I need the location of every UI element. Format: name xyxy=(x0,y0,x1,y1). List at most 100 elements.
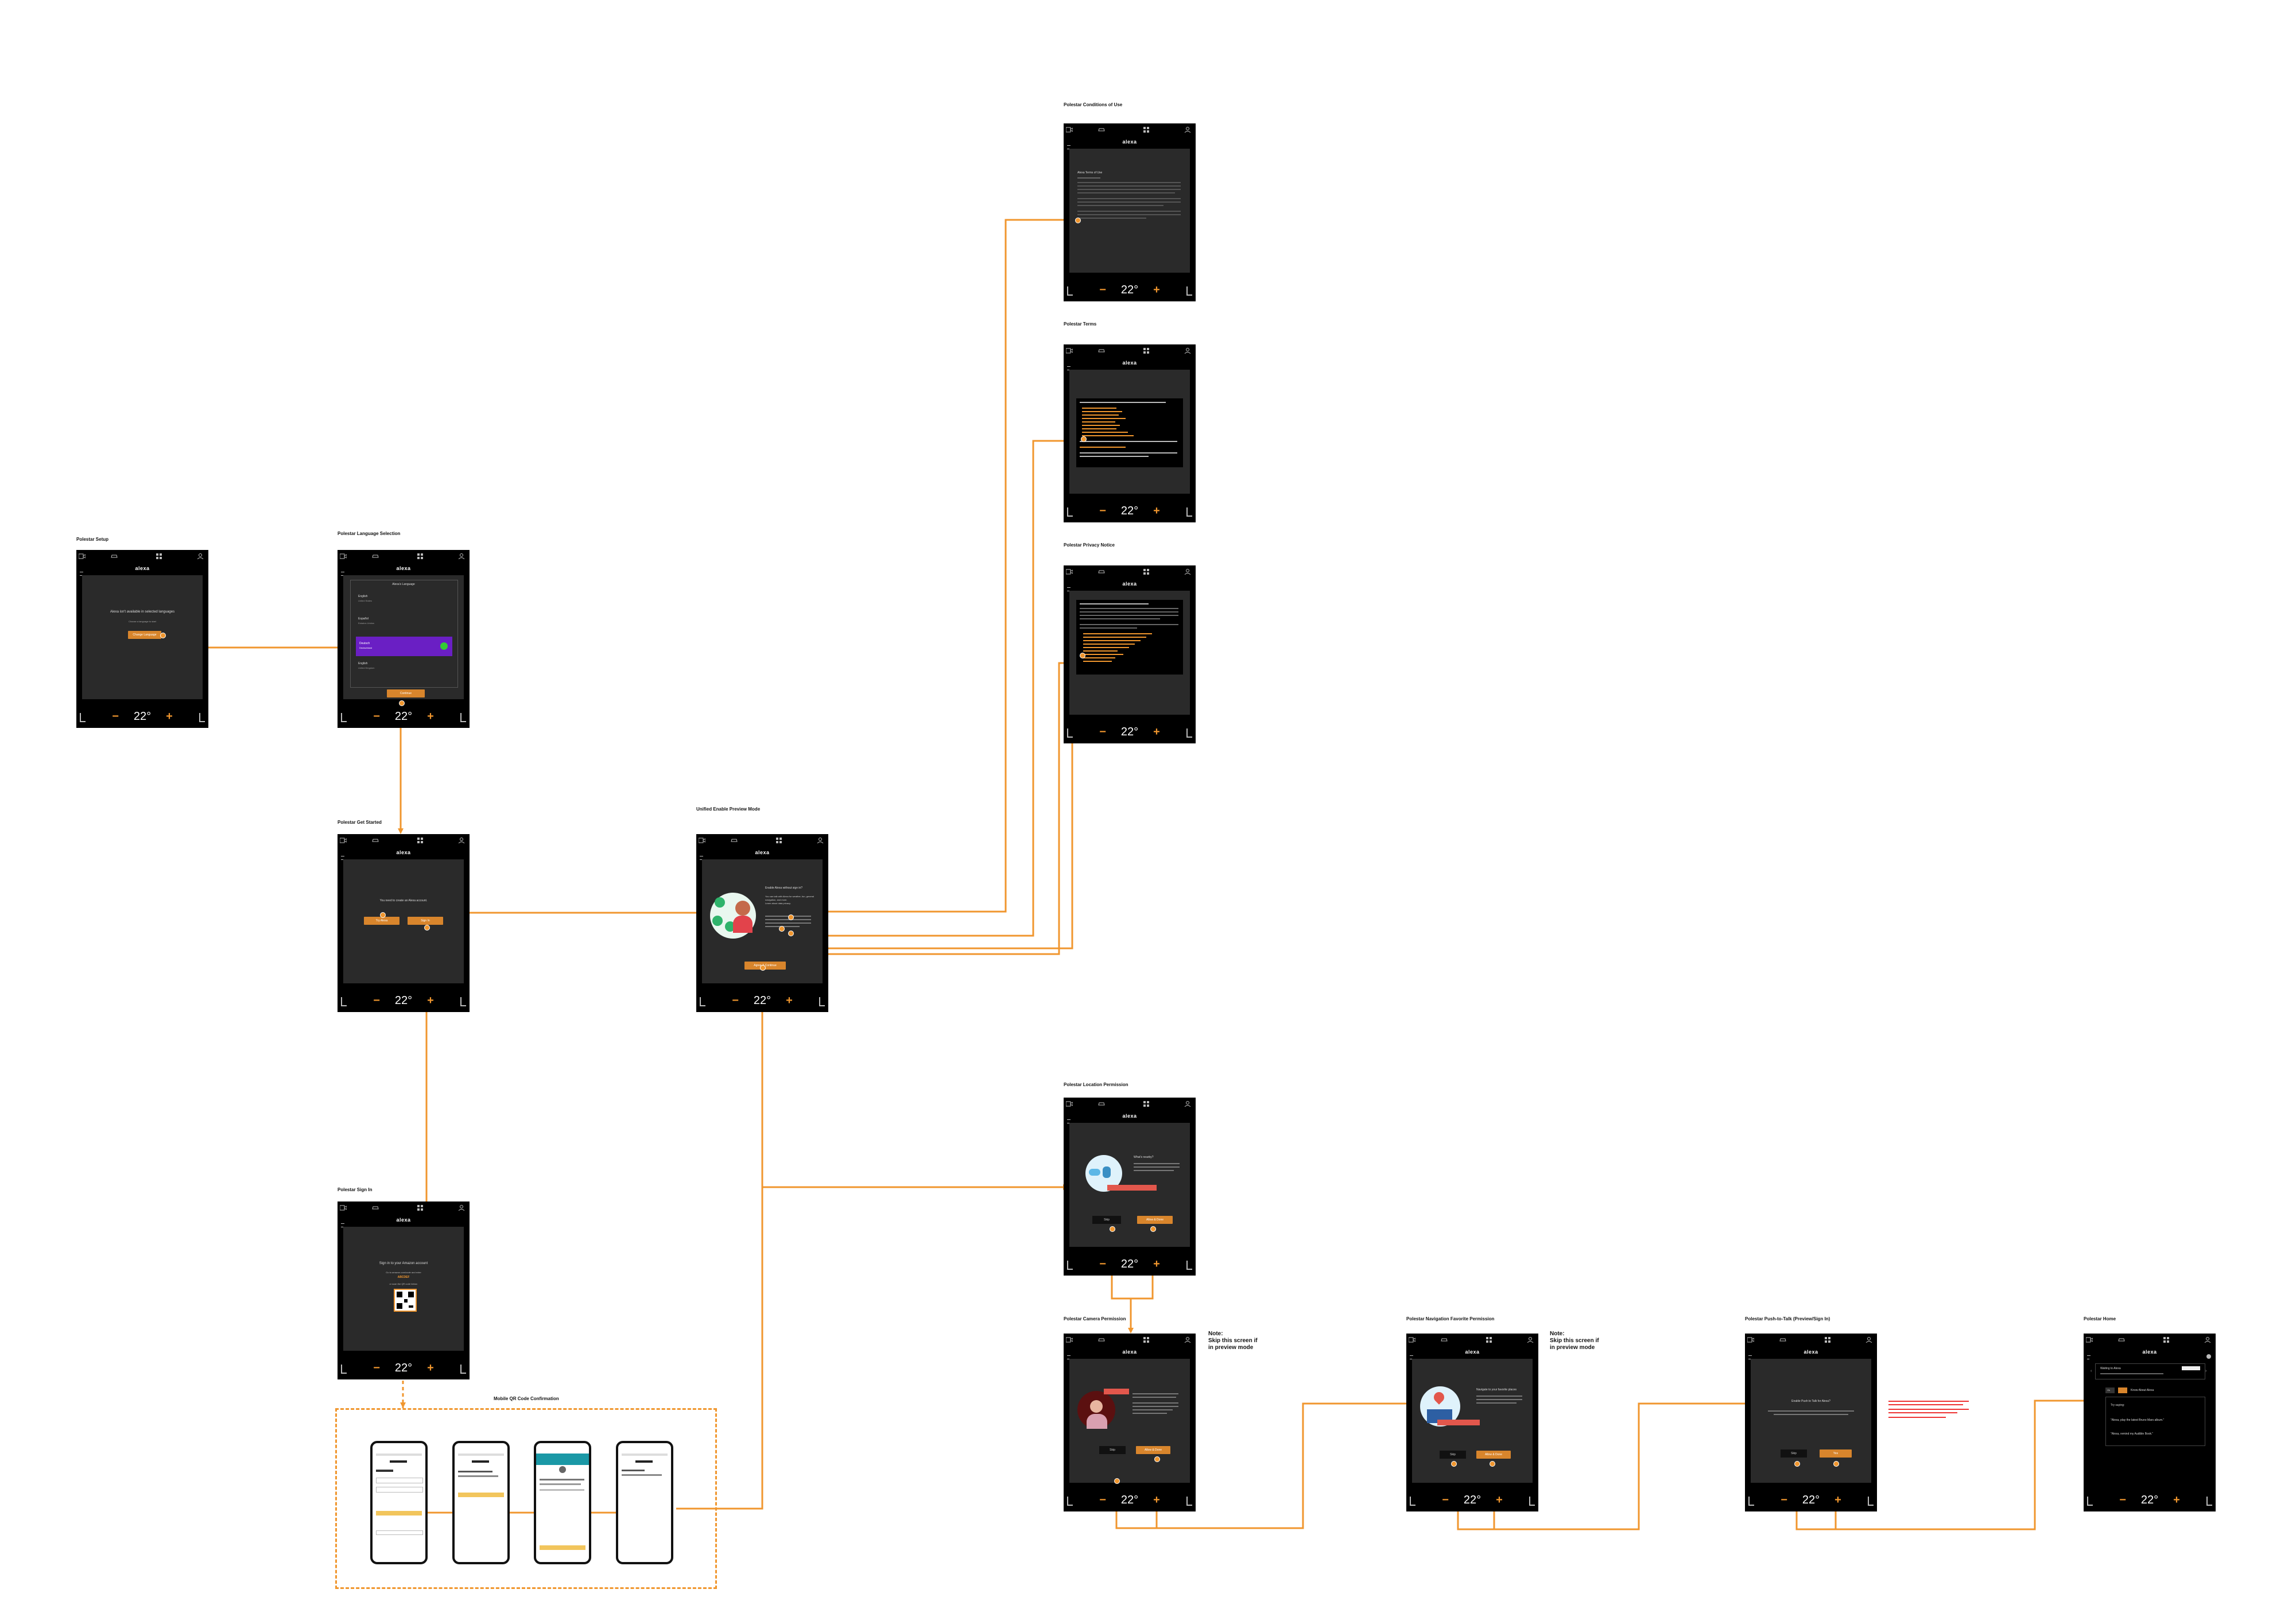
apps-grid-icon[interactable] xyxy=(1143,1337,1150,1343)
suggestion-item[interactable]: "Alexa, play the latest Bruno Mars album… xyxy=(2111,1418,2165,1422)
temp-up-button[interactable]: + xyxy=(1153,1494,1160,1506)
seat-right-icon[interactable] xyxy=(1186,1261,1192,1270)
car-icon[interactable] xyxy=(111,553,118,559)
car-icon[interactable] xyxy=(2118,1337,2125,1343)
temp-up-button[interactable]: + xyxy=(1835,1494,1841,1506)
camera-icon[interactable] xyxy=(79,553,86,559)
car-icon[interactable] xyxy=(1098,569,1105,575)
seat-left-icon[interactable] xyxy=(1748,1497,1754,1506)
menu-icon[interactable] xyxy=(341,856,344,860)
temp-down-button[interactable]: − xyxy=(1099,1258,1106,1270)
temp-up-button[interactable]: + xyxy=(1153,726,1160,738)
seat-right-icon[interactable] xyxy=(1186,507,1192,517)
apps-grid-icon[interactable] xyxy=(1824,1337,1831,1343)
car-icon[interactable] xyxy=(1441,1337,1448,1343)
temp-up-button[interactable]: + xyxy=(1153,1258,1160,1270)
chip-accent[interactable] xyxy=(2118,1387,2127,1393)
seat-right-icon[interactable] xyxy=(1529,1497,1535,1506)
sign-in-button[interactable]: Sign In xyxy=(408,917,443,925)
skip-button[interactable]: Skip xyxy=(1099,1446,1126,1454)
menu-icon[interactable] xyxy=(700,856,703,860)
camera-icon[interactable] xyxy=(1066,348,1073,354)
temp-down-button[interactable]: − xyxy=(1442,1494,1449,1506)
profile-icon[interactable] xyxy=(1527,1337,1534,1343)
temp-down-button[interactable]: − xyxy=(2119,1494,2126,1506)
seat-left-icon[interactable] xyxy=(1067,1261,1073,1270)
skip-button[interactable]: Skip xyxy=(1440,1451,1466,1459)
apps-grid-icon[interactable] xyxy=(1143,348,1150,354)
seat-right-icon[interactable] xyxy=(460,997,466,1006)
camera-icon[interactable] xyxy=(1066,569,1073,575)
temp-down-button[interactable]: − xyxy=(1099,505,1106,517)
menu-icon[interactable] xyxy=(1410,1355,1413,1359)
temp-down-button[interactable]: − xyxy=(1099,284,1106,296)
seat-left-icon[interactable] xyxy=(341,1365,347,1374)
apps-grid-icon[interactable] xyxy=(2163,1337,2170,1343)
temp-down-button[interactable]: − xyxy=(1099,726,1106,738)
temp-down-button[interactable]: − xyxy=(112,710,119,723)
camera-icon[interactable] xyxy=(699,838,705,843)
temp-down-button[interactable]: − xyxy=(373,710,380,723)
menu-icon[interactable] xyxy=(1067,366,1071,370)
menu-icon[interactable] xyxy=(1067,587,1071,591)
menu-icon[interactable] xyxy=(1748,1355,1752,1359)
seat-left-icon[interactable] xyxy=(1410,1497,1415,1506)
profile-icon[interactable] xyxy=(1184,569,1191,575)
menu-icon[interactable] xyxy=(1067,145,1071,149)
camera-icon[interactable] xyxy=(1409,1337,1415,1343)
temp-down-button[interactable]: − xyxy=(1099,1494,1106,1506)
apps-grid-icon[interactable] xyxy=(775,838,782,843)
suggestion-item[interactable]: "Alexa, remind my Audible Book." xyxy=(2111,1432,2154,1436)
menu-icon[interactable] xyxy=(80,572,83,576)
apps-grid-icon[interactable] xyxy=(1143,569,1150,575)
camera-icon[interactable] xyxy=(2086,1337,2093,1343)
profile-icon[interactable] xyxy=(458,838,465,843)
chip-ok[interactable]: Ok xyxy=(2105,1387,2115,1393)
seat-right-icon[interactable] xyxy=(460,713,466,722)
profile-icon[interactable] xyxy=(817,838,824,843)
seat-left-icon[interactable] xyxy=(1067,507,1073,517)
car-icon[interactable] xyxy=(1098,1101,1105,1107)
allow-done-button[interactable]: Allow & Done xyxy=(1137,1216,1173,1224)
temp-up-button[interactable]: + xyxy=(427,1362,434,1374)
temp-down-button[interactable]: − xyxy=(373,1362,380,1374)
car-icon[interactable] xyxy=(1098,127,1105,133)
seat-left-icon[interactable] xyxy=(1067,286,1073,296)
apps-grid-icon[interactable] xyxy=(417,838,424,843)
yes-button[interactable]: Yes xyxy=(1820,1449,1852,1458)
menu-icon[interactable] xyxy=(2087,1355,2091,1359)
allow-done-button[interactable]: Allow & Done xyxy=(1476,1451,1511,1459)
temp-down-button[interactable]: − xyxy=(732,994,739,1007)
temp-up-button[interactable]: + xyxy=(1153,284,1160,296)
chevron-right-icon[interactable]: › xyxy=(2205,1369,2207,1373)
seat-left-icon[interactable] xyxy=(1067,1497,1073,1506)
menu-icon[interactable] xyxy=(341,1223,344,1227)
temp-down-button[interactable]: − xyxy=(1781,1494,1787,1506)
menu-icon[interactable] xyxy=(1067,1355,1071,1359)
seat-right-icon[interactable] xyxy=(1186,286,1192,296)
profile-icon[interactable] xyxy=(1184,1101,1191,1107)
camera-icon[interactable] xyxy=(340,553,347,559)
temp-up-button[interactable]: + xyxy=(427,994,434,1007)
profile-icon[interactable] xyxy=(1865,1337,1872,1343)
seat-left-icon[interactable] xyxy=(341,997,347,1006)
seat-right-icon[interactable] xyxy=(1186,728,1192,738)
temp-up-button[interactable]: + xyxy=(166,710,173,723)
car-icon[interactable] xyxy=(372,1205,379,1211)
temp-up-button[interactable]: + xyxy=(1153,505,1160,517)
profile-icon[interactable] xyxy=(2204,1337,2211,1343)
car-icon[interactable] xyxy=(372,838,379,843)
profile-icon[interactable] xyxy=(458,1205,465,1211)
temp-down-button[interactable]: − xyxy=(373,994,380,1007)
temp-up-button[interactable]: + xyxy=(786,994,793,1007)
menu-icon[interactable] xyxy=(1067,1119,1071,1123)
profile-icon[interactable] xyxy=(458,553,465,559)
camera-icon[interactable] xyxy=(1066,127,1073,133)
camera-icon[interactable] xyxy=(1066,1337,1073,1343)
seat-left-icon[interactable] xyxy=(2087,1497,2093,1506)
car-icon[interactable] xyxy=(1098,348,1105,354)
profile-icon[interactable] xyxy=(197,553,204,559)
seat-right-icon[interactable] xyxy=(1186,1497,1192,1506)
